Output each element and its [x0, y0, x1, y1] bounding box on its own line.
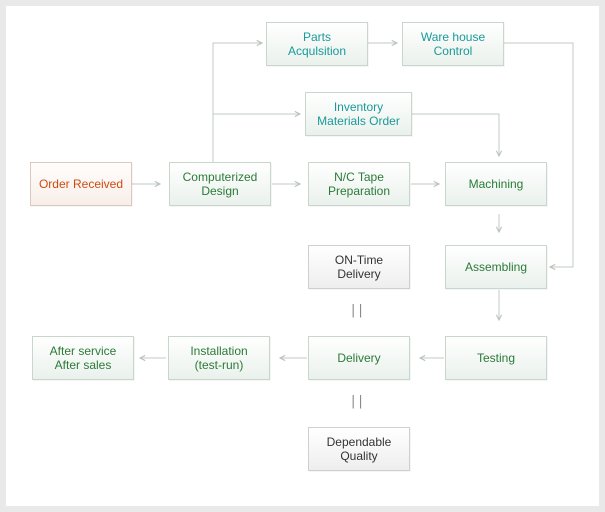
arrow-warehouse-to-assembling	[504, 42, 574, 267]
node-after-service: After service After sales	[32, 336, 134, 380]
node-testing: Testing	[445, 336, 547, 380]
node-machining: Machining	[445, 162, 547, 206]
node-on-time-delivery: ON-Time Delivery	[308, 245, 410, 289]
node-warehouse-control: Ware house Control	[402, 22, 504, 66]
node-computerized-design: Computerized Design	[169, 162, 271, 206]
connector-lines	[132, 6, 574, 506]
node-inventory-materials-order: Inventory Materials Order	[305, 92, 412, 136]
node-parts-acquisition: Parts Acqulsition	[266, 22, 368, 66]
node-installation: Installation (test-run)	[168, 336, 270, 380]
arrow-inventory-to-machining	[412, 113, 499, 156]
arrow-design-to-parts	[212, 43, 262, 162]
node-nc-tape-preparation: N/C Tape Preparation	[308, 162, 410, 206]
node-dependable-quality: Dependable Quality	[308, 427, 410, 471]
node-assembling: Assembling	[445, 245, 547, 289]
process-flow-diagram: Parts Acqulsition Ware house Control Inv…	[6, 6, 599, 506]
node-delivery: Delivery	[308, 336, 410, 380]
separator-upper: ||	[351, 303, 366, 318]
node-order-received: Order Received	[30, 162, 132, 206]
separator-lower: ||	[351, 394, 366, 409]
